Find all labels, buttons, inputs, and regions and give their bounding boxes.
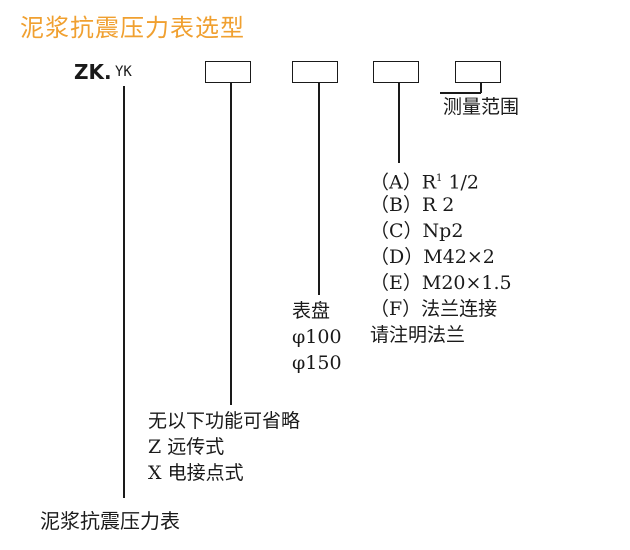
connection-option-c: （C）Np2 [370,220,464,242]
leader-line-connection [398,83,400,163]
option-box-range [455,61,501,83]
page-title: 泥浆抗震压力表选型 [20,14,245,42]
function-option-z: Z 远传式 [148,436,225,458]
leader-line-range [480,83,482,93]
model-code: YK [115,64,132,80]
function-label: 无以下功能可省略 [148,410,301,432]
dial-label: 表盘 [292,300,331,322]
prefix-label: 泥浆抗震压力表 [40,509,180,533]
option-box-connection [373,61,419,83]
function-option-x: X 电接点式 [148,462,244,484]
dial-option-150: φ150 [292,352,342,374]
leader-line-range-horizontal [440,92,481,94]
connection-option-d: （D）M42×2 [370,246,495,268]
leader-line-function [230,83,232,405]
model-prefix: ZK. [74,60,112,84]
connection-note: 请注明法兰 [370,324,466,346]
option-box-function [205,61,251,83]
connection-option-e: （E）M20×1.5 [370,272,512,294]
connection-option-a: （A）R1 1/2 [370,171,480,194]
range-label: 测量范围 [443,96,520,118]
dial-option-100: φ100 [292,326,342,348]
option-box-dial [292,61,338,83]
leader-line-dial [318,83,320,295]
leader-line-prefix [123,86,125,498]
connection-option-b: （B）R 2 [370,194,455,216]
connection-option-f: （F）法兰连接 [370,298,498,320]
